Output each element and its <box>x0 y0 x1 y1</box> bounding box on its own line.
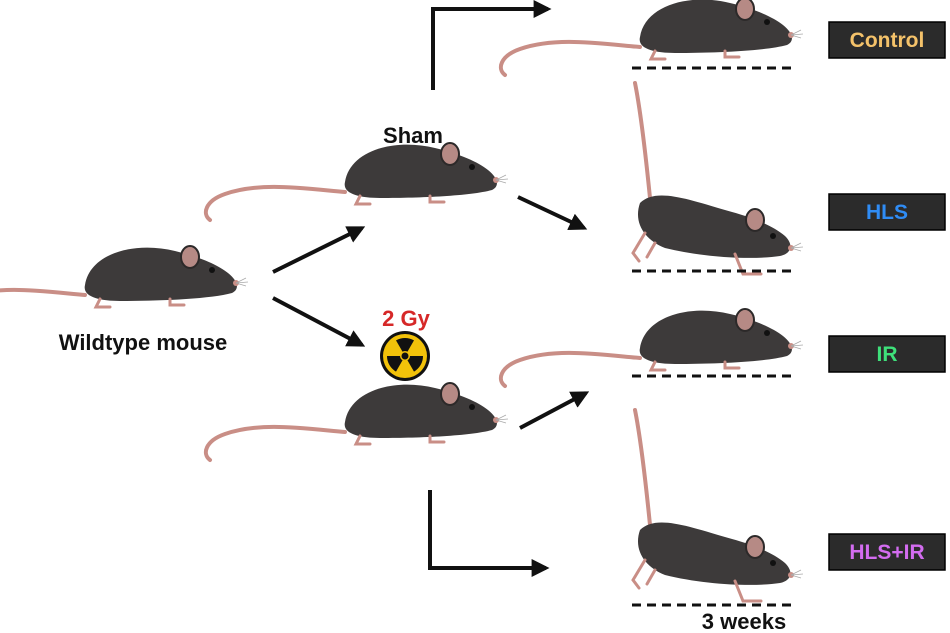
mouse-icon-irradiated <box>203 381 510 462</box>
mouse-icon-ir <box>498 307 805 388</box>
group-label-hls-ir: HLS+IR <box>849 541 924 564</box>
arrow-icon-to-hls <box>517 195 588 231</box>
mouse-icon-hls-ir <box>631 408 805 603</box>
group-label-control: Control <box>850 29 925 52</box>
group-badge-control: Control <box>828 21 946 59</box>
arrow-icon-to-hls-ir <box>428 490 550 577</box>
arrow-icon-to-control <box>431 0 552 90</box>
group-label-hls: HLS <box>866 201 908 224</box>
sham-label: Sham <box>383 123 443 148</box>
group-label-ir: IR <box>877 343 898 366</box>
duration-label: 3 weeks <box>702 609 786 633</box>
mouse-icon-hls <box>631 81 805 276</box>
group-badge-hls: HLS <box>828 193 946 231</box>
mouse-icon-sham <box>203 141 510 222</box>
arrow-icon-to-sham <box>272 226 366 274</box>
group-badge-hls-ir: HLS+IR <box>828 533 946 571</box>
radiation-icon <box>380 331 430 381</box>
mouse-icon-control <box>498 0 805 77</box>
arrow-icon-to-irradiated <box>272 296 366 347</box>
group-badge-ir: IR <box>828 335 946 373</box>
source-label: Wildtype mouse <box>59 330 228 355</box>
mouse-icon-source <box>0 244 250 325</box>
dose-label: 2 Gy <box>382 306 430 331</box>
arrow-icon-to-ir <box>519 391 590 430</box>
